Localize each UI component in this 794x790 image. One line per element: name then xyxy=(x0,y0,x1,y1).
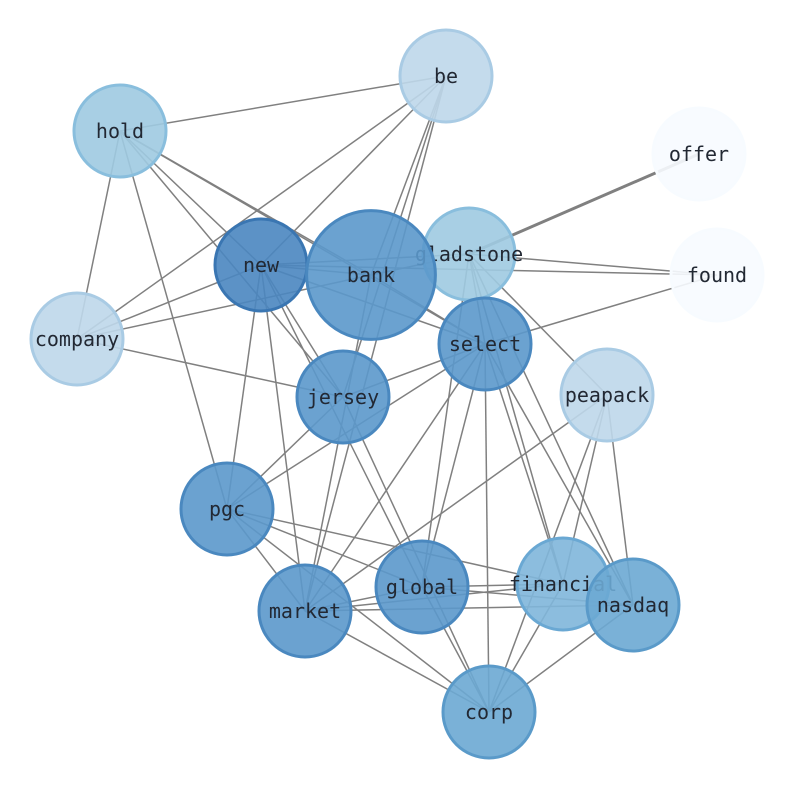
node-label-peapack: peapack xyxy=(565,383,649,407)
node-hold: hold xyxy=(72,83,168,179)
node-circle-nasdaq xyxy=(585,557,681,653)
node-circle-bank xyxy=(305,209,437,341)
node-label-hold: hold xyxy=(96,119,144,143)
node-circle-global xyxy=(374,539,470,635)
node-label-market: market xyxy=(269,599,341,623)
node-circle-offer xyxy=(651,106,747,202)
edge-pgc-financial xyxy=(226,508,564,585)
edge-be-company xyxy=(76,75,447,340)
node-global: global xyxy=(374,539,470,635)
node-be: be xyxy=(398,28,494,124)
node-jersey: jersey xyxy=(295,349,391,445)
node-label-company: company xyxy=(35,327,119,351)
node-label-jersey: jersey xyxy=(307,385,379,409)
node-bank: bank xyxy=(305,209,437,341)
node-circle-be xyxy=(398,28,494,124)
node-found: found xyxy=(669,227,765,323)
node-company: company xyxy=(29,291,125,387)
node-peapack: peapack xyxy=(559,347,655,443)
edge-new-market xyxy=(260,264,306,612)
node-circle-select xyxy=(437,296,533,392)
node-label-offer: offer xyxy=(669,142,729,166)
node-label-select: select xyxy=(449,332,521,356)
node-label-be: be xyxy=(434,64,458,88)
node-circle-company xyxy=(29,291,125,387)
node-label-pgc: pgc xyxy=(209,497,245,521)
node-circle-peapack xyxy=(559,347,655,443)
node-label-found: found xyxy=(687,263,747,287)
node-label-nasdaq: nasdaq xyxy=(597,593,669,617)
node-label-corp: corp xyxy=(465,700,513,724)
node-label-new: new xyxy=(243,253,280,277)
edge-be-market xyxy=(304,75,447,612)
edge-select-corp xyxy=(484,343,490,713)
node-circle-corp xyxy=(441,664,537,760)
node-corp: corp xyxy=(441,664,537,760)
edge-select-market xyxy=(304,343,486,612)
node-circle-pgc xyxy=(179,461,275,557)
node-circle-hold xyxy=(72,83,168,179)
node-label-bank: bank xyxy=(347,263,395,287)
node-offer: offer xyxy=(651,106,747,202)
node-new: new xyxy=(213,217,309,313)
node-select: select xyxy=(437,296,533,392)
node-label-global: global xyxy=(386,575,458,599)
edge-be-hold xyxy=(119,75,447,132)
node-circle-jersey xyxy=(295,349,391,445)
edge-peapack-market xyxy=(304,394,608,612)
edge-select-nasdaq xyxy=(484,343,634,606)
node-market: market xyxy=(257,563,353,659)
node-circle-market xyxy=(257,563,353,659)
node-pgc: pgc xyxy=(179,461,275,557)
node-nasdaq: nasdaq xyxy=(585,557,681,653)
edge-hold-pgc xyxy=(119,130,228,510)
node-circle-found xyxy=(669,227,765,323)
